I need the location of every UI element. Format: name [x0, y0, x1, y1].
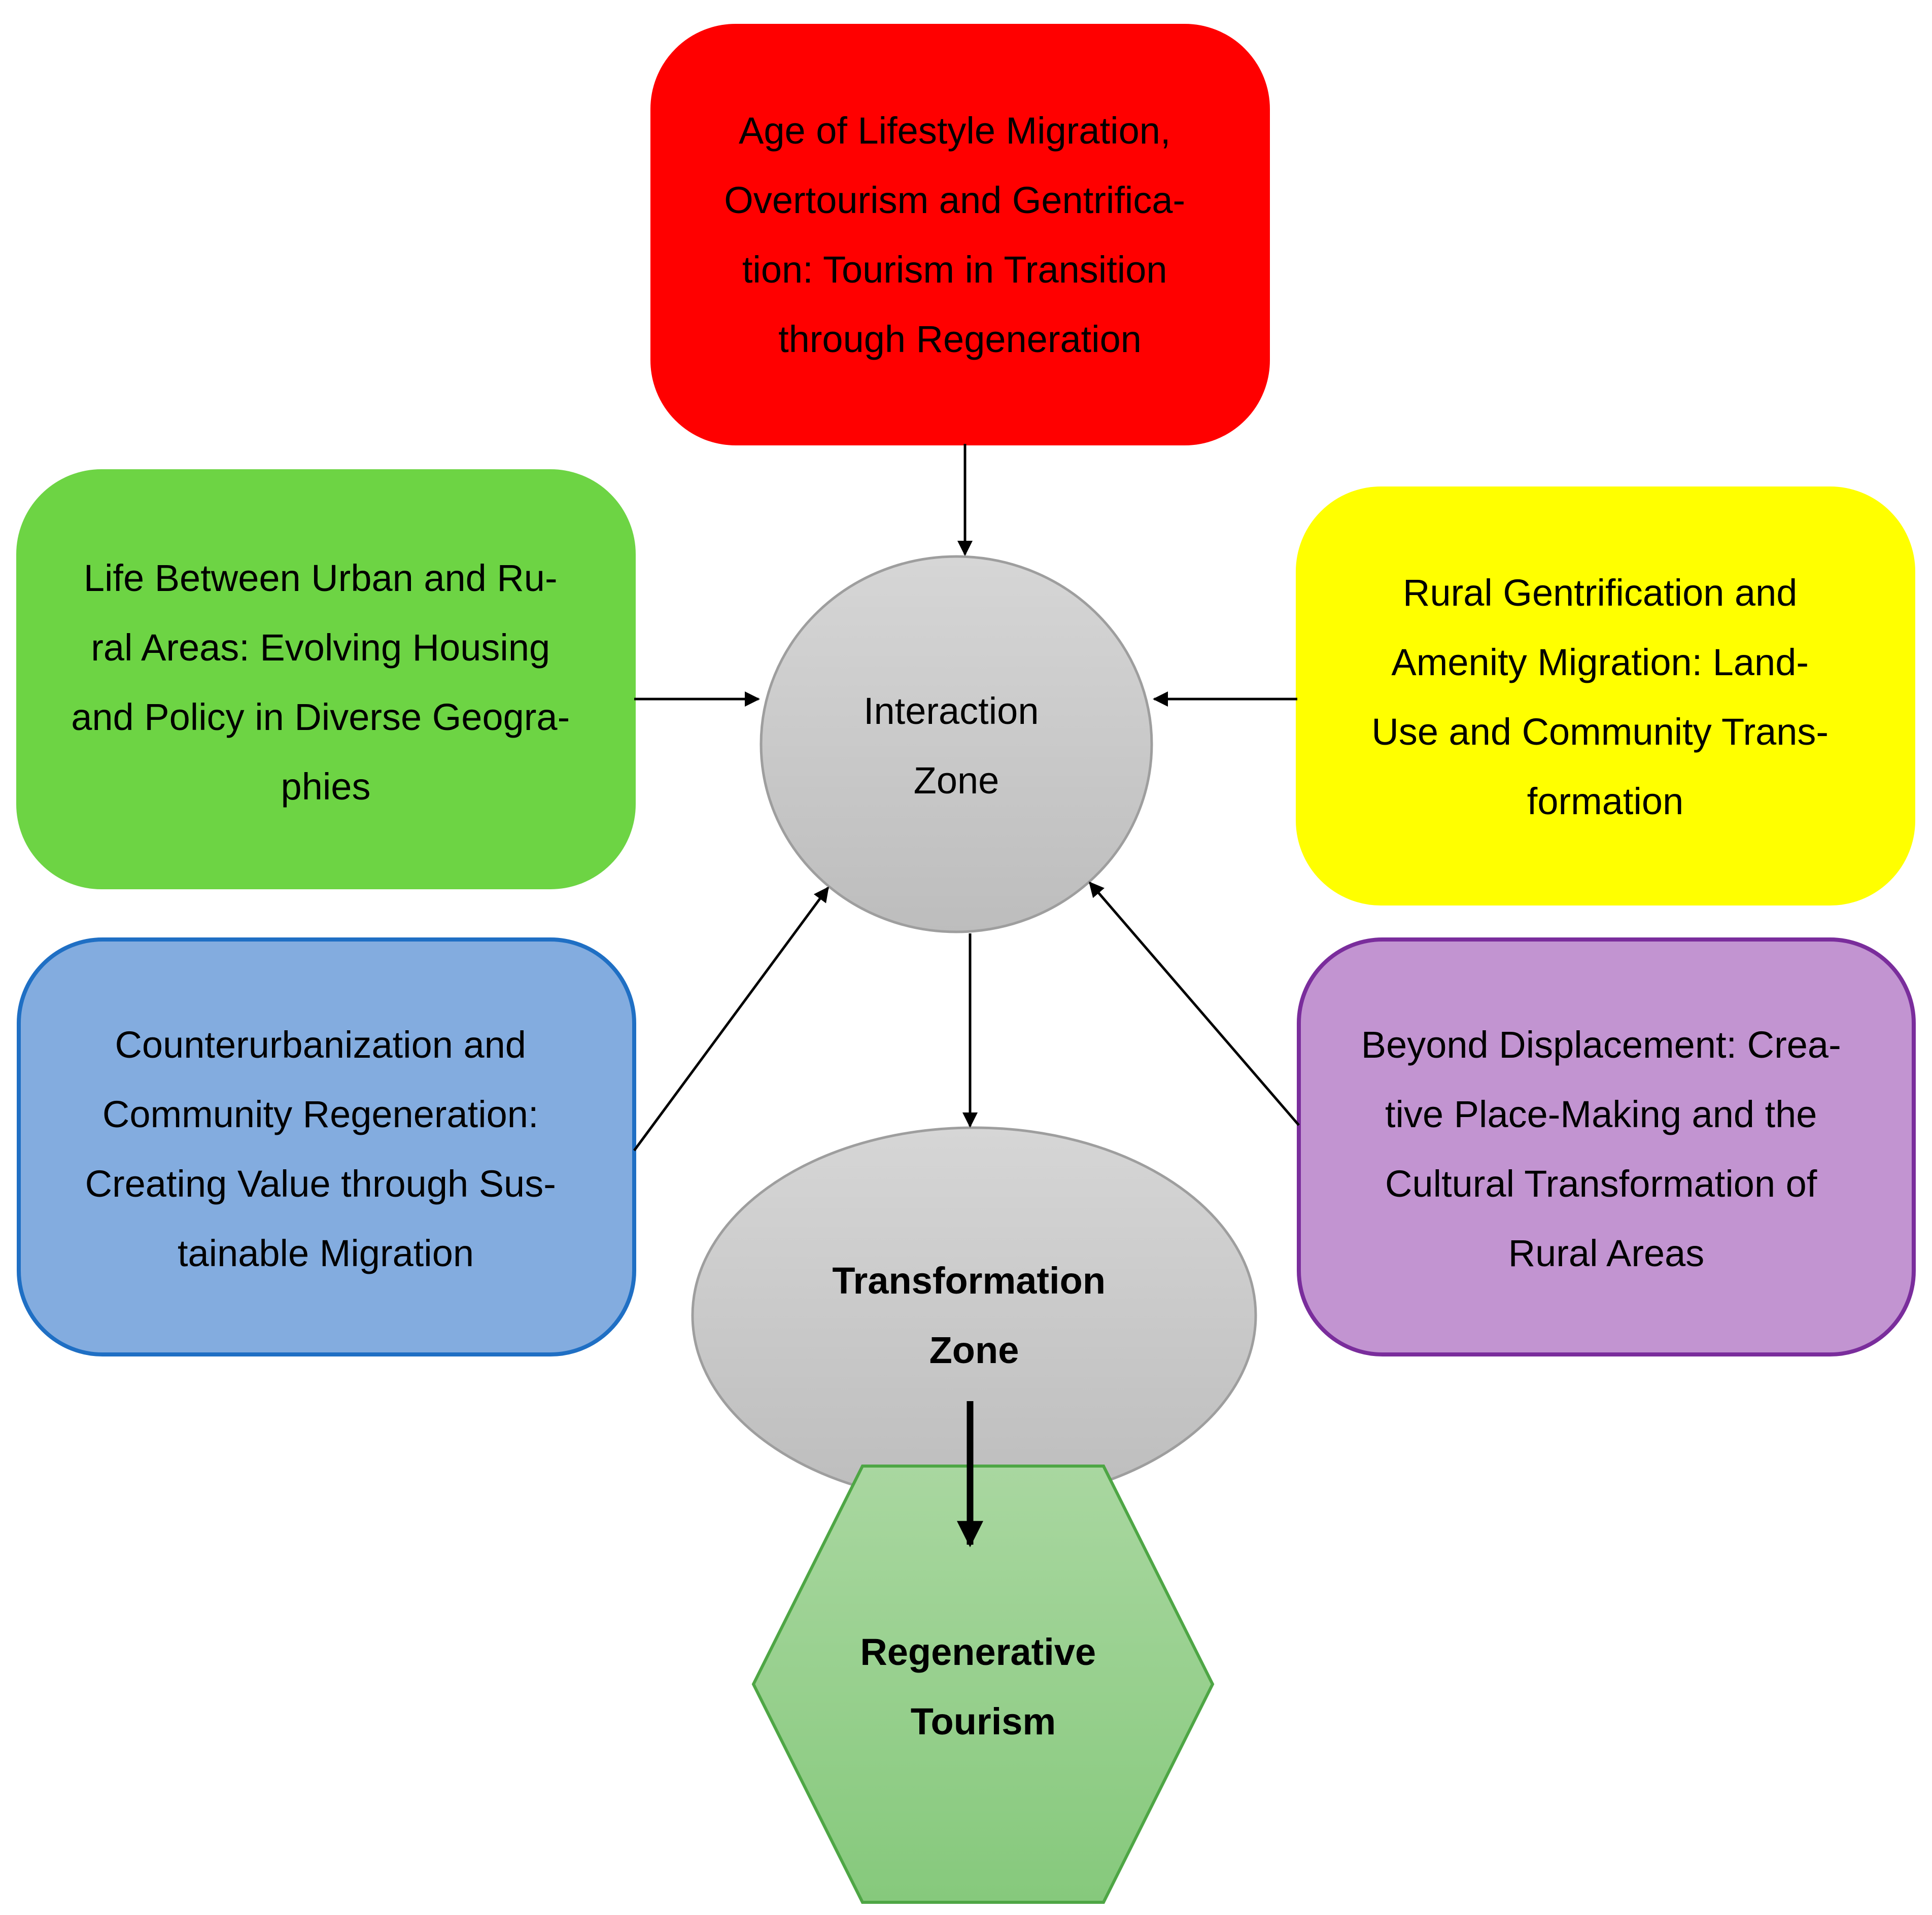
interaction-zone: Interaction Zone	[760, 555, 1153, 933]
regenerative-tourism-line-2: Tourism	[911, 1700, 1056, 1743]
box-right-lower-line-2: tive Place-Making and the	[1385, 1093, 1817, 1135]
box-life-between-urban-and-rural: Life Between Urban and Ru- ral Areas: Ev…	[16, 469, 636, 889]
box-left-lower-line-3: Creating Value through Sus-	[85, 1163, 556, 1205]
box-right-upper-line-4: formation	[1527, 780, 1683, 822]
arrow-left-lower-to-interaction	[633, 886, 830, 1152]
regenerative-tourism-text: Regenerative Tourism	[860, 1631, 1106, 1743]
box-left-upper-line-1: Life Between Urban and Ru-	[84, 557, 558, 599]
transformation-zone-line-1: Transformation	[832, 1260, 1106, 1302]
box-top-line-1: Age of Lifestyle Migration,	[739, 110, 1170, 152]
box-right-upper-line-2: Amenity Migration: Land-	[1391, 641, 1809, 683]
regenerative-tourism-hexagon: Regenerative Tourism	[751, 1465, 1215, 1904]
box-rural-gentrification: Rural Gentrification and Amenity Migrati…	[1296, 486, 1915, 906]
box-right-lower-line-3: Cultural Transformation of	[1385, 1163, 1817, 1205]
transformation-zone-text: Transformation Zone	[832, 1260, 1116, 1371]
interaction-zone-text: Interaction Zone	[864, 690, 1049, 802]
box-beyond-displacement: Beyond Displacement: Crea- tive Place-Ma…	[1297, 937, 1916, 1356]
box-age-of-lifestyle-migration: Age of Lifestyle Migration, Overtourism …	[650, 24, 1270, 445]
box-right-lower-text: Beyond Displacement: Crea- tive Place-Ma…	[1361, 1024, 1852, 1274]
box-left-lower-line-2: Community Regeneration:	[102, 1093, 539, 1135]
regenerative-tourism-line-1: Regenerative	[860, 1631, 1096, 1673]
interaction-zone-line-1: Interaction	[864, 690, 1039, 732]
box-left-upper-text: Life Between Urban and Ru- ral Areas: Ev…	[71, 557, 580, 808]
box-top-line-4: through Regeneration	[778, 318, 1142, 360]
box-right-lower-line-1: Beyond Displacement: Crea-	[1361, 1024, 1841, 1066]
box-left-upper-line-4: phies	[281, 765, 371, 808]
box-counterurbanization: Counterurbanization and Community Regene…	[17, 937, 636, 1356]
box-left-upper-line-3: and Policy in Diverse Geogra-	[71, 696, 570, 738]
box-right-upper-line-1: Rural Gentrification and	[1403, 572, 1797, 614]
box-right-upper-line-3: Use and Community Trans-	[1371, 711, 1828, 753]
interaction-zone-line-2: Zone	[914, 759, 999, 802]
box-left-upper-line-2: ral Areas: Evolving Housing	[91, 626, 550, 669]
box-top-line-3: tion: Tourism in Transition	[742, 249, 1167, 291]
arrow-right-lower-to-interaction	[1089, 881, 1300, 1126]
transformation-zone-line-2: Zone	[929, 1329, 1019, 1371]
box-left-lower-line-1: Counterurbanization and	[115, 1024, 526, 1066]
box-top-line-2: Overtourism and Gentrifica-	[724, 179, 1185, 221]
box-right-upper-text: Rural Gentrification and Amenity Migrati…	[1371, 572, 1839, 822]
connector-arrows	[633, 444, 1300, 1548]
box-left-lower-line-4: tainable Migration	[178, 1232, 474, 1274]
box-right-lower-line-4: Rural Areas	[1508, 1232, 1705, 1274]
box-left-lower-text: Counterurbanization and Community Regene…	[85, 1024, 567, 1274]
box-top-text: Age of Lifestyle Migration, Overtourism …	[724, 110, 1195, 360]
transformation-zone	[691, 1126, 1257, 1505]
